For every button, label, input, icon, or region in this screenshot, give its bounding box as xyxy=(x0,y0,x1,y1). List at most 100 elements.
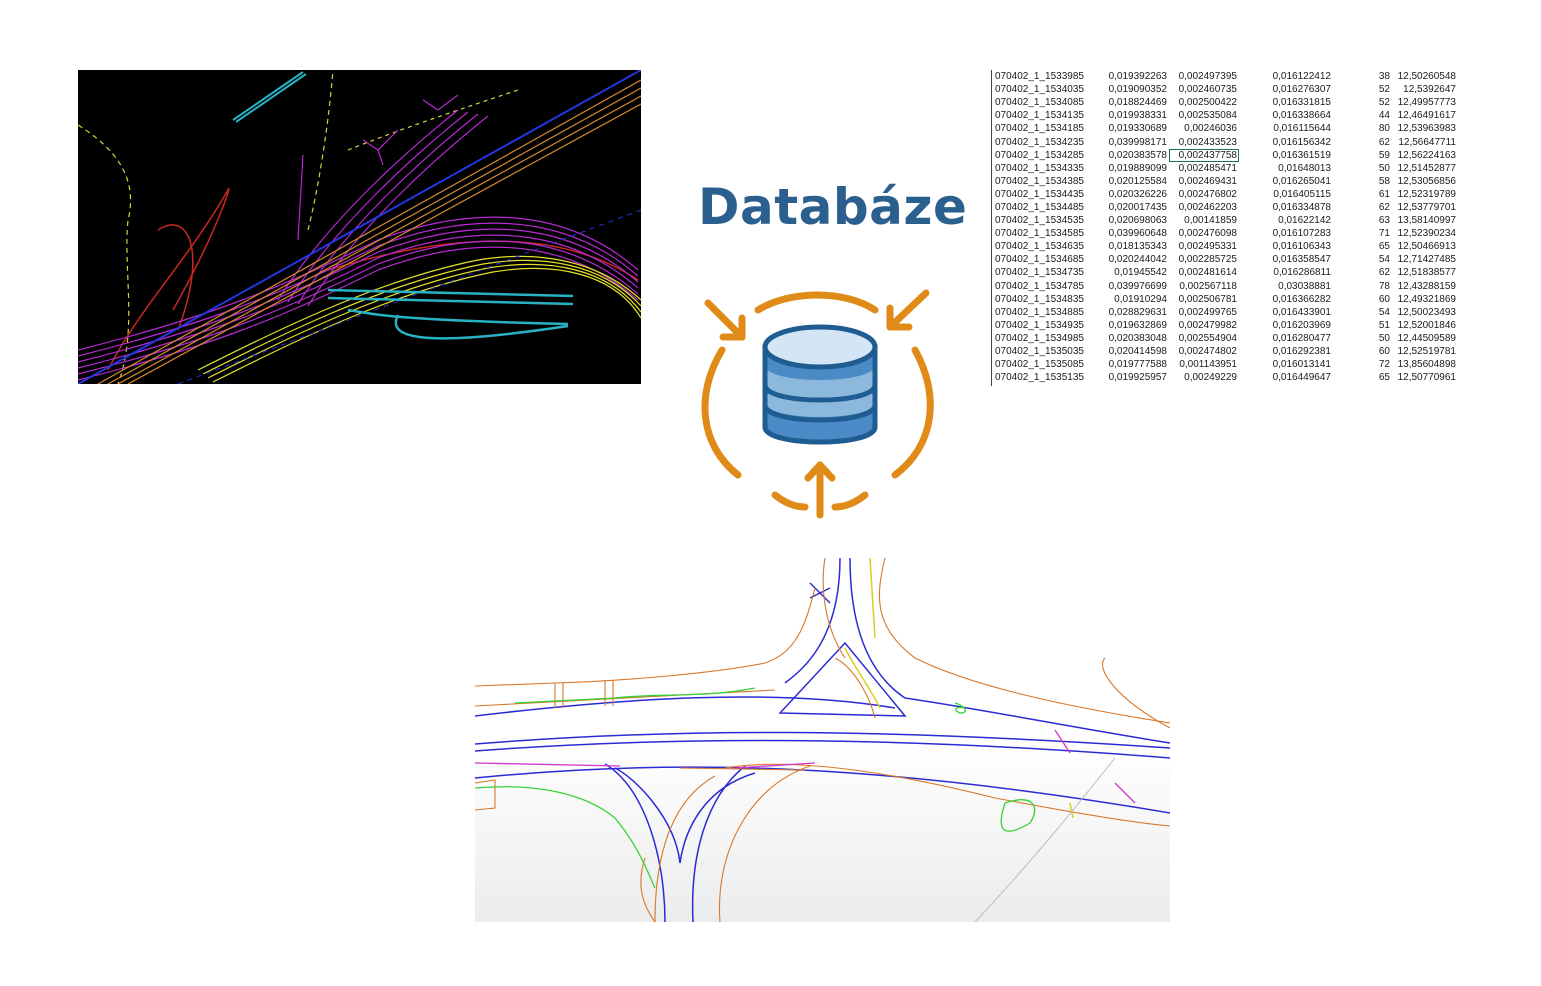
table-cell[interactable]: 0,002460735 xyxy=(1178,84,1237,96)
table-cell[interactable]: 0,019889099 xyxy=(1108,162,1167,174)
table-cell[interactable]: 0,016449647 xyxy=(1272,372,1331,384)
table-cell[interactable]: 12,53963983 xyxy=(1397,123,1456,135)
table-cell[interactable]: 0,016156342 xyxy=(1272,136,1331,148)
table-cell[interactable]: 070402_1_1535085 xyxy=(995,359,1084,371)
table-cell[interactable]: 070402_1_1533985 xyxy=(995,71,1084,83)
table-cell[interactable]: 12,52390234 xyxy=(1397,228,1456,240)
table-cell[interactable]: 0,020125584 xyxy=(1108,175,1167,187)
table-cell[interactable]: 070402_1_1534635 xyxy=(995,241,1084,253)
table-cell[interactable]: 0,016280477 xyxy=(1272,332,1331,344)
table-cell[interactable]: 0,019632869 xyxy=(1108,319,1167,331)
table-cell[interactable]: 0,020698063 xyxy=(1108,215,1167,227)
table-cell[interactable]: 0,028829631 xyxy=(1108,306,1167,318)
table-cell[interactable]: 59 xyxy=(1378,149,1390,161)
table-cell[interactable]: 0,019330689 xyxy=(1108,123,1167,135)
table-cell[interactable]: 0,016286811 xyxy=(1273,267,1331,279)
table-cell[interactable]: 070402_1_1534485 xyxy=(995,201,1084,213)
table-cell[interactable]: 12,49321869 xyxy=(1397,293,1456,305)
table-cell[interactable]: 62 xyxy=(1378,267,1390,279)
table-cell[interactable]: 12,49957773 xyxy=(1397,97,1456,109)
table-cell[interactable]: 0,016122412 xyxy=(1272,71,1331,83)
table-cell[interactable]: 62 xyxy=(1378,136,1390,148)
table-cell[interactable]: 0,00246036 xyxy=(1184,123,1237,135)
table-cell[interactable]: 0,002567118 xyxy=(1179,280,1237,292)
table-cell[interactable]: 0,00141859 xyxy=(1184,215,1237,227)
table-cell[interactable]: 0,019938331 xyxy=(1108,110,1167,122)
table-cell[interactable]: 71 xyxy=(1378,228,1390,240)
table-cell[interactable]: 13,85604898 xyxy=(1397,359,1456,371)
table-cell[interactable]: 0,039960648 xyxy=(1108,228,1167,240)
table-cell[interactable]: 0,002285725 xyxy=(1178,254,1237,266)
table-cell[interactable]: 13,58140997 xyxy=(1397,215,1456,227)
table-cell[interactable]: 0,016334878 xyxy=(1272,201,1331,213)
table-cell[interactable]: 070402_1_1534335 xyxy=(995,162,1084,174)
table-cell[interactable]: 070402_1_1534285 xyxy=(995,149,1084,161)
table-cell[interactable]: 0,019392263 xyxy=(1108,71,1167,83)
table-cell[interactable]: 070402_1_1534835 xyxy=(995,293,1084,305)
table-cell[interactable]: 0,016433901 xyxy=(1272,306,1331,318)
table-cell[interactable]: 51 xyxy=(1378,319,1390,331)
table-cell[interactable]: 0,016013141 xyxy=(1272,359,1331,371)
table-cell[interactable]: 0,002474802 xyxy=(1178,346,1237,358)
table-cell[interactable]: 070402_1_1534985 xyxy=(995,332,1084,344)
table-cell[interactable]: 070402_1_1535035 xyxy=(995,346,1084,358)
table-cell[interactable]: 44 xyxy=(1378,110,1390,122)
table-cell[interactable]: 070402_1_1534085 xyxy=(995,97,1084,109)
table-cell[interactable]: 12,52001846 xyxy=(1397,319,1456,331)
table-cell[interactable]: 0,001143951 xyxy=(1179,359,1237,371)
table-cell[interactable]: 070402_1_1534235 xyxy=(995,136,1084,148)
table-cell[interactable]: 65 xyxy=(1378,241,1390,253)
table-cell[interactable]: 12,56647711 xyxy=(1398,136,1456,148)
table-cell[interactable]: 0,002506781 xyxy=(1178,293,1237,305)
table-cell[interactable]: 0,01648013 xyxy=(1278,162,1331,174)
table-cell[interactable]: 0,018135343 xyxy=(1108,241,1167,253)
table-cell[interactable]: 0,016405115 xyxy=(1273,188,1331,200)
table-cell[interactable]: 0,016276307 xyxy=(1272,84,1331,96)
table-cell[interactable]: 070402_1_1534685 xyxy=(995,254,1084,266)
table-cell[interactable]: 58 xyxy=(1378,175,1390,187)
table-cell[interactable]: 50 xyxy=(1378,162,1390,174)
table-cell[interactable]: 60 xyxy=(1378,293,1390,305)
table-cell[interactable]: 0,020383048 xyxy=(1108,332,1167,344)
table-cell[interactable]: 62 xyxy=(1378,201,1390,213)
table-cell[interactable]: 0,01622142 xyxy=(1278,215,1331,227)
table-cell[interactable]: 12,52319789 xyxy=(1397,188,1456,200)
table-cell[interactable]: 0,016106343 xyxy=(1272,241,1331,253)
table-cell[interactable]: 0,03038881 xyxy=(1278,280,1331,292)
table-cell[interactable]: 0,002437758 xyxy=(1169,148,1239,162)
table-cell[interactable]: 50 xyxy=(1378,332,1390,344)
table-cell[interactable]: 0,039976699 xyxy=(1108,280,1167,292)
table-cell[interactable]: 12,50023493 xyxy=(1397,306,1456,318)
table-cell[interactable]: 070402_1_1534185 xyxy=(995,123,1084,135)
table-cell[interactable]: 070402_1_1534885 xyxy=(995,306,1084,318)
table-cell[interactable]: 0,020244042 xyxy=(1108,254,1167,266)
table-cell[interactable]: 63 xyxy=(1378,215,1390,227)
table-cell[interactable]: 0,016338664 xyxy=(1272,110,1331,122)
table-cell[interactable]: 12,43288159 xyxy=(1397,280,1456,292)
table-cell[interactable]: 0,020017435 xyxy=(1108,201,1167,213)
table-cell[interactable]: 0,002554904 xyxy=(1178,332,1237,344)
table-cell[interactable]: 0,002500422 xyxy=(1178,97,1237,109)
table-cell[interactable]: 0,002485471 xyxy=(1178,162,1237,174)
table-cell[interactable]: 0,002469431 xyxy=(1178,175,1237,187)
table-cell[interactable]: 0,00249229 xyxy=(1184,372,1237,384)
table-cell[interactable]: 0,016366282 xyxy=(1272,293,1331,305)
table-cell[interactable]: 0,002497395 xyxy=(1178,71,1237,83)
table-cell[interactable]: 070402_1_1534785 xyxy=(995,280,1084,292)
table-cell[interactable]: 0,019925957 xyxy=(1108,372,1167,384)
table-cell[interactable]: 12,46491617 xyxy=(1397,110,1456,122)
table-cell[interactable]: 0,016358547 xyxy=(1272,254,1331,266)
table-cell[interactable]: 12,53056856 xyxy=(1397,175,1456,187)
table-cell[interactable]: 070402_1_1534135 xyxy=(995,110,1084,122)
table-cell[interactable]: 0,018824469 xyxy=(1108,97,1167,109)
table-cell[interactable]: 0,016361519 xyxy=(1272,149,1331,161)
table-cell[interactable]: 12,5392647 xyxy=(1403,84,1456,96)
table-cell[interactable]: 070402_1_1535135 xyxy=(995,372,1084,384)
table-cell[interactable]: 52 xyxy=(1378,84,1390,96)
table-cell[interactable]: 12,50260548 xyxy=(1397,71,1456,83)
table-cell[interactable]: 12,71427485 xyxy=(1397,254,1456,266)
table-cell[interactable]: 60 xyxy=(1378,346,1390,358)
table-cell[interactable]: 0,002462203 xyxy=(1178,201,1237,213)
table-cell[interactable]: 0,020383578 xyxy=(1108,149,1167,161)
table-cell[interactable]: 0,019090352 xyxy=(1108,84,1167,96)
